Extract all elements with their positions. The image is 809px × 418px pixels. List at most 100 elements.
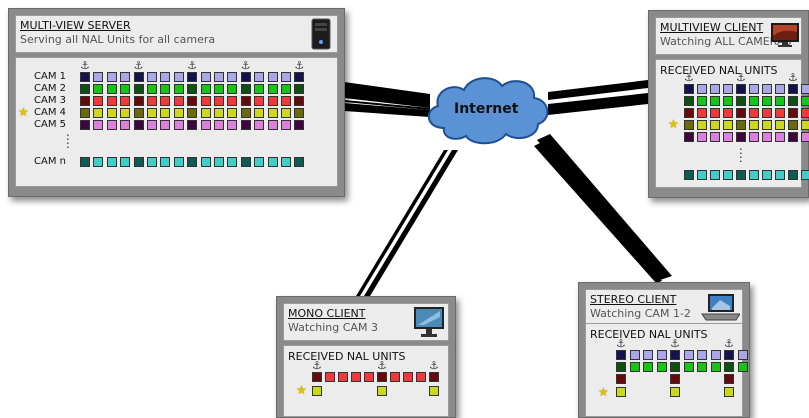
nal-unit-cell xyxy=(133,157,144,167)
stereo-client-header: STEREO CLIENT Watching CAM 1-2 xyxy=(585,289,743,327)
nal-unit-cell xyxy=(187,84,198,94)
anchor-icon: ⚓ xyxy=(724,337,734,350)
nal-unit-cell xyxy=(749,84,759,94)
nal-unit-cell xyxy=(267,120,278,130)
stereo-client-title: STEREO CLIENT xyxy=(590,293,677,306)
nal-unit-cell xyxy=(723,170,733,180)
nal-unit-cell xyxy=(737,362,748,372)
nal-unit-cell xyxy=(788,84,798,94)
nal-unit-cell xyxy=(684,84,694,94)
nal-unit-cell xyxy=(281,84,291,94)
mono-client-panel: MONO CLIENT Watching CAM 3 RECEIVED NAL … xyxy=(276,296,456,418)
nal-unit-cell xyxy=(240,72,251,82)
anchor-icon: ⚓ xyxy=(788,71,798,84)
server-title: MULTI-VIEW SERVER xyxy=(20,19,131,32)
link-internet-stereo xyxy=(534,134,672,283)
nal-unit-cell xyxy=(281,96,291,106)
nal-unit-cell xyxy=(723,96,733,106)
nal-unit-cell xyxy=(724,350,734,360)
nal-unit-cell xyxy=(801,120,809,130)
nal-unit-cell xyxy=(147,157,157,167)
nal-unit-cell xyxy=(656,350,667,360)
stereo-client-received-label: RECEIVED NAL UNITS xyxy=(590,328,708,341)
nal-unit-cell xyxy=(683,362,694,372)
nal-unit-cell xyxy=(173,96,184,106)
nal-unit-cell xyxy=(403,372,413,382)
nal-unit-cell xyxy=(697,108,707,118)
multiview-client-panel: MULTIVIEW CLIENT Watching ALL CAMERAS RE… xyxy=(648,10,809,198)
nal-unit-cell xyxy=(616,362,626,372)
nal-unit-cell xyxy=(736,120,746,130)
nal-unit-cell xyxy=(281,120,291,130)
nal-unit-cell xyxy=(187,72,198,82)
nal-unit-cell xyxy=(93,120,104,130)
mono-client-received-label: RECEIVED NAL UNITS xyxy=(288,350,406,363)
server-tower-icon xyxy=(311,18,331,50)
mono-client-title: MONO CLIENT xyxy=(288,307,366,320)
nal-unit-cell xyxy=(788,170,798,180)
nal-unit-cell xyxy=(187,108,198,118)
nal-unit-cell xyxy=(200,96,211,106)
nal-unit-cell xyxy=(281,157,291,167)
nal-unit-cell xyxy=(697,96,707,106)
nal-unit-cell xyxy=(775,170,785,180)
nal-unit-cell xyxy=(364,372,374,382)
ellipsis-dots: : xyxy=(739,152,743,165)
nal-unit-cell xyxy=(240,157,251,167)
nal-unit-cell xyxy=(775,84,785,94)
nal-unit-cell xyxy=(160,157,171,167)
multiview-client-header: MULTIVIEW CLIENT Watching ALL CAMERAS xyxy=(655,17,802,55)
monitor-icon xyxy=(771,23,799,47)
nal-unit-cell xyxy=(200,157,211,167)
nal-unit-cell xyxy=(749,108,759,118)
nal-unit-cell xyxy=(723,120,733,130)
nal-unit-cell xyxy=(736,84,746,94)
nal-unit-cell xyxy=(697,84,707,94)
star-icon: ★ xyxy=(668,117,679,131)
nal-unit-cell xyxy=(267,96,278,106)
nal-unit-cell xyxy=(683,350,694,360)
nal-unit-cell xyxy=(723,108,733,118)
anchor-icon: ⚓ xyxy=(684,71,694,84)
nal-unit-cell xyxy=(267,157,278,167)
stereo-client-panel: STEREO CLIENT Watching CAM 1-2 RECEIVED … xyxy=(578,282,750,418)
camera-label: CAM 2 xyxy=(34,83,66,94)
nal-unit-cell xyxy=(120,120,131,130)
nal-unit-cell xyxy=(214,96,224,106)
anchor-icon: ⚓ xyxy=(670,337,680,350)
nal-unit-cell xyxy=(629,362,640,372)
anchor-icon: ⚓ xyxy=(616,337,626,350)
nal-unit-cell xyxy=(160,120,171,130)
mono-client-header: MONO CLIENT Watching CAM 3 xyxy=(283,303,449,341)
nal-unit-cell xyxy=(377,386,387,396)
nal-unit-cell xyxy=(749,132,759,142)
nal-unit-cell xyxy=(762,170,772,180)
nal-unit-cell xyxy=(120,108,131,118)
anchor-icon: ⚓ xyxy=(377,359,387,372)
nal-unit-cell xyxy=(227,72,238,82)
server-subtitle: Serving all NAL Units for all camera xyxy=(20,33,216,46)
nal-unit-cell xyxy=(267,108,278,118)
monitor-icon xyxy=(414,307,444,337)
nal-unit-cell xyxy=(80,96,90,106)
nal-unit-cell xyxy=(710,120,720,130)
nal-unit-cell xyxy=(80,157,90,167)
nal-unit-cell xyxy=(160,108,171,118)
nal-unit-cell xyxy=(160,96,171,106)
multiview-client-title: MULTIVIEW CLIENT xyxy=(660,21,764,34)
nal-unit-cell xyxy=(723,84,733,94)
nal-unit-cell xyxy=(173,84,184,94)
nal-unit-cell xyxy=(710,350,721,360)
nal-unit-cell xyxy=(801,108,809,118)
star-icon: ★ xyxy=(18,105,29,119)
nal-unit-cell xyxy=(697,132,707,142)
nal-unit-cell xyxy=(788,120,798,130)
nal-unit-cell xyxy=(762,108,772,118)
nal-unit-cell xyxy=(281,72,291,82)
anchor-icon: ⚓ xyxy=(187,59,198,72)
nal-unit-cell xyxy=(187,157,198,167)
nal-unit-cell xyxy=(267,72,278,82)
nal-unit-cell xyxy=(325,372,335,382)
nal-unit-cell xyxy=(429,386,439,396)
nal-unit-cell xyxy=(267,84,278,94)
